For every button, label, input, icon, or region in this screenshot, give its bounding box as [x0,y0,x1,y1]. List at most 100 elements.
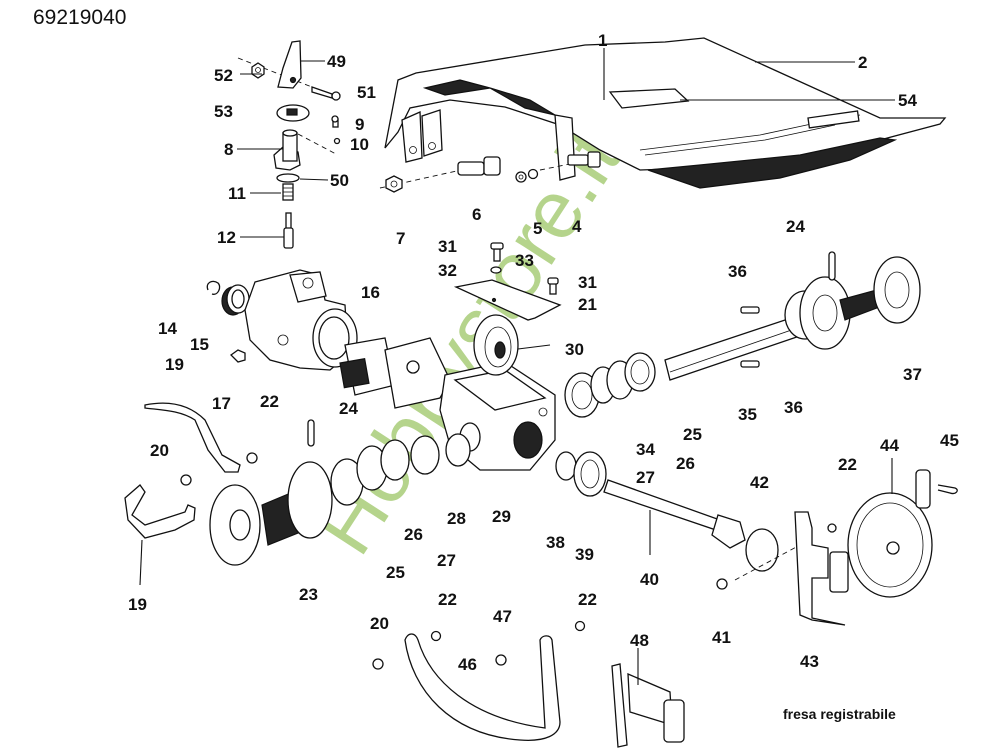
bolt-20-left [180,474,192,486]
label-23: 23 [299,585,318,604]
label-38: 38 [546,533,565,552]
label-47: 47 [493,607,512,626]
label-12: 12 [217,228,236,247]
label-6: 6 [472,205,481,224]
label-30: 30 [565,340,584,359]
label-44: 44 [880,436,899,455]
label-9: 9 [355,115,364,134]
label-43: 43 [800,652,819,671]
small-fasteners [297,115,341,155]
label-26b: 26 [676,454,695,473]
left-hub-23 [209,461,333,566]
clip-45 [937,484,958,495]
label-27a: 27 [437,551,456,570]
label-35: 35 [738,405,757,424]
label-17: 17 [212,394,231,413]
key-36b [740,360,760,368]
pin-12 [283,212,294,249]
tine-19-lower [124,484,196,539]
bracket-43 [794,511,849,626]
side-housing-16 [244,269,358,371]
label-22a: 22 [260,392,279,411]
label-25b: 25 [683,425,702,444]
label-48: 48 [630,631,649,650]
nut-22-left [246,452,258,464]
label-34: 34 [636,440,655,459]
bolt-31b [547,277,559,295]
part-labels: 1 2 54 4 5 6 7 49 52 51 53 9 10 8 50 11 … [128,31,959,674]
pinion-shaft-40 [603,479,746,549]
label-27b: 27 [636,468,655,487]
key-36a [740,306,760,314]
label-11: 11 [228,184,246,203]
label-22d: 22 [578,590,597,609]
bearing-39 [573,451,607,497]
cap-42 [745,528,779,572]
label-24b: 24 [786,217,805,236]
tine-19-upper [144,402,241,473]
left-bearings [330,433,471,506]
label-32: 32 [438,261,457,280]
nut-22-skid-left [430,630,442,642]
label-33: 33 [515,251,534,270]
label-14: 14 [158,319,177,338]
label-51: 51 [357,83,376,102]
plate-33 [453,279,562,321]
nut-38 [555,451,577,481]
label-10: 10 [350,135,369,154]
label-49: 49 [327,52,346,71]
label-7: 7 [396,229,405,248]
label-39: 39 [575,545,594,564]
nut-22-bracket [827,523,837,533]
bolt-31 [490,242,504,262]
label-37: 37 [903,365,922,384]
label-20b: 20 [370,614,389,633]
label-8: 8 [224,140,233,159]
plug-17 [229,349,246,363]
plate-53 [276,104,310,122]
label-45: 45 [940,431,959,450]
label-52: 52 [214,66,233,85]
label-24a: 24 [339,399,358,418]
label-31b: 31 [578,273,597,292]
label-50: 50 [330,171,349,190]
bolt-41 [716,544,801,590]
label-22b: 22 [838,455,857,474]
bracket-48 [611,663,685,748]
label-42: 42 [750,473,769,492]
nut-22-skid-right [574,620,586,632]
part-code: 69219040 [33,6,127,29]
wheel-44 [847,469,933,598]
label-4: 4 [572,217,582,236]
label-36a: 36 [728,262,747,281]
pin-24-right [828,251,836,281]
diagram-caption: fresa registrabile [783,706,896,722]
right-bearings [564,352,656,418]
label-53: 53 [214,102,233,121]
label-19a: 19 [165,355,184,374]
skid-46 [404,633,561,741]
label-40: 40 [640,570,659,589]
label-15: 15 [190,335,209,354]
circlip-14 [206,280,221,295]
label-31a: 31 [438,237,457,256]
bevel-gear-30 [473,314,519,376]
label-54: 54 [898,91,917,110]
housing-8 [273,129,301,171]
washer-32 [490,266,502,274]
label-5: 5 [533,219,542,238]
label-2: 2 [858,53,867,72]
label-1: 1 [598,31,607,50]
right-hub-37 [784,256,921,350]
cover-fasteners [379,151,601,193]
lever-assembly [237,40,341,101]
label-20a: 20 [150,441,169,460]
label-25a: 25 [386,563,405,582]
label-29: 29 [492,507,511,526]
bolt-47 [495,654,507,666]
label-41: 41 [712,628,731,647]
bolt-20-skid [372,658,384,670]
label-19b: 19 [128,595,147,614]
pin-24-left [307,419,315,447]
